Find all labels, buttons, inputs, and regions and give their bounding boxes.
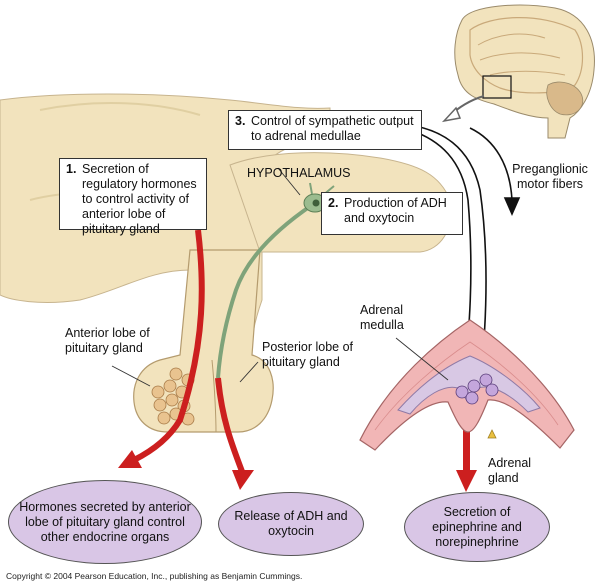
outcome-anterior-hormones: Hormones secreted by anterior lobe of pi… (8, 480, 202, 564)
step-2-number: 2. (328, 196, 339, 210)
leader-lines (111, 167, 449, 387)
secretion-arrows (118, 229, 477, 492)
adrenal-gland (359, 319, 575, 451)
outcome-epinephrine: Secretion of epinephrine and norepinephr… (404, 492, 550, 562)
step-3-number: 3. (235, 114, 246, 128)
brain-thumbnail-icon (454, 4, 595, 139)
step-2-text: Production of ADH and oxytocin (344, 196, 447, 225)
step-1-text: Secretion of regulatory hormones to cont… (82, 162, 197, 236)
step-3-box: 3. Control of sympathetic output to adre… (228, 110, 422, 150)
step-1-number: 1. (66, 162, 77, 176)
neurosecretory-neuron (216, 182, 339, 379)
adrenal-medulla-label: Adrenal medulla (360, 303, 404, 332)
outcome-adh-oxytocin: Release of ADH and oxytocin (218, 492, 364, 556)
preganglionic-label: Preganglionic motor fibers (512, 162, 588, 191)
step-1-box: 1. Secretion of regulatory hormones to c… (59, 158, 207, 236)
hypothalamus-label: HYPOTHALAMUS (247, 166, 351, 180)
copyright-text: Copyright © 2004 Pearson Education, Inc.… (6, 571, 303, 581)
step-3-text: Control of sympathetic output to adrenal… (251, 114, 414, 143)
posterior-lobe-label: Posterior lobe of pituitary gland (262, 340, 354, 369)
step-2-box: 2. Production of ADH and oxytocin (321, 192, 463, 235)
anterior-lobe-label: Anterior lobe of pituitary gland (65, 326, 150, 355)
adrenal-gland-label: Adrenal gland (488, 456, 532, 485)
